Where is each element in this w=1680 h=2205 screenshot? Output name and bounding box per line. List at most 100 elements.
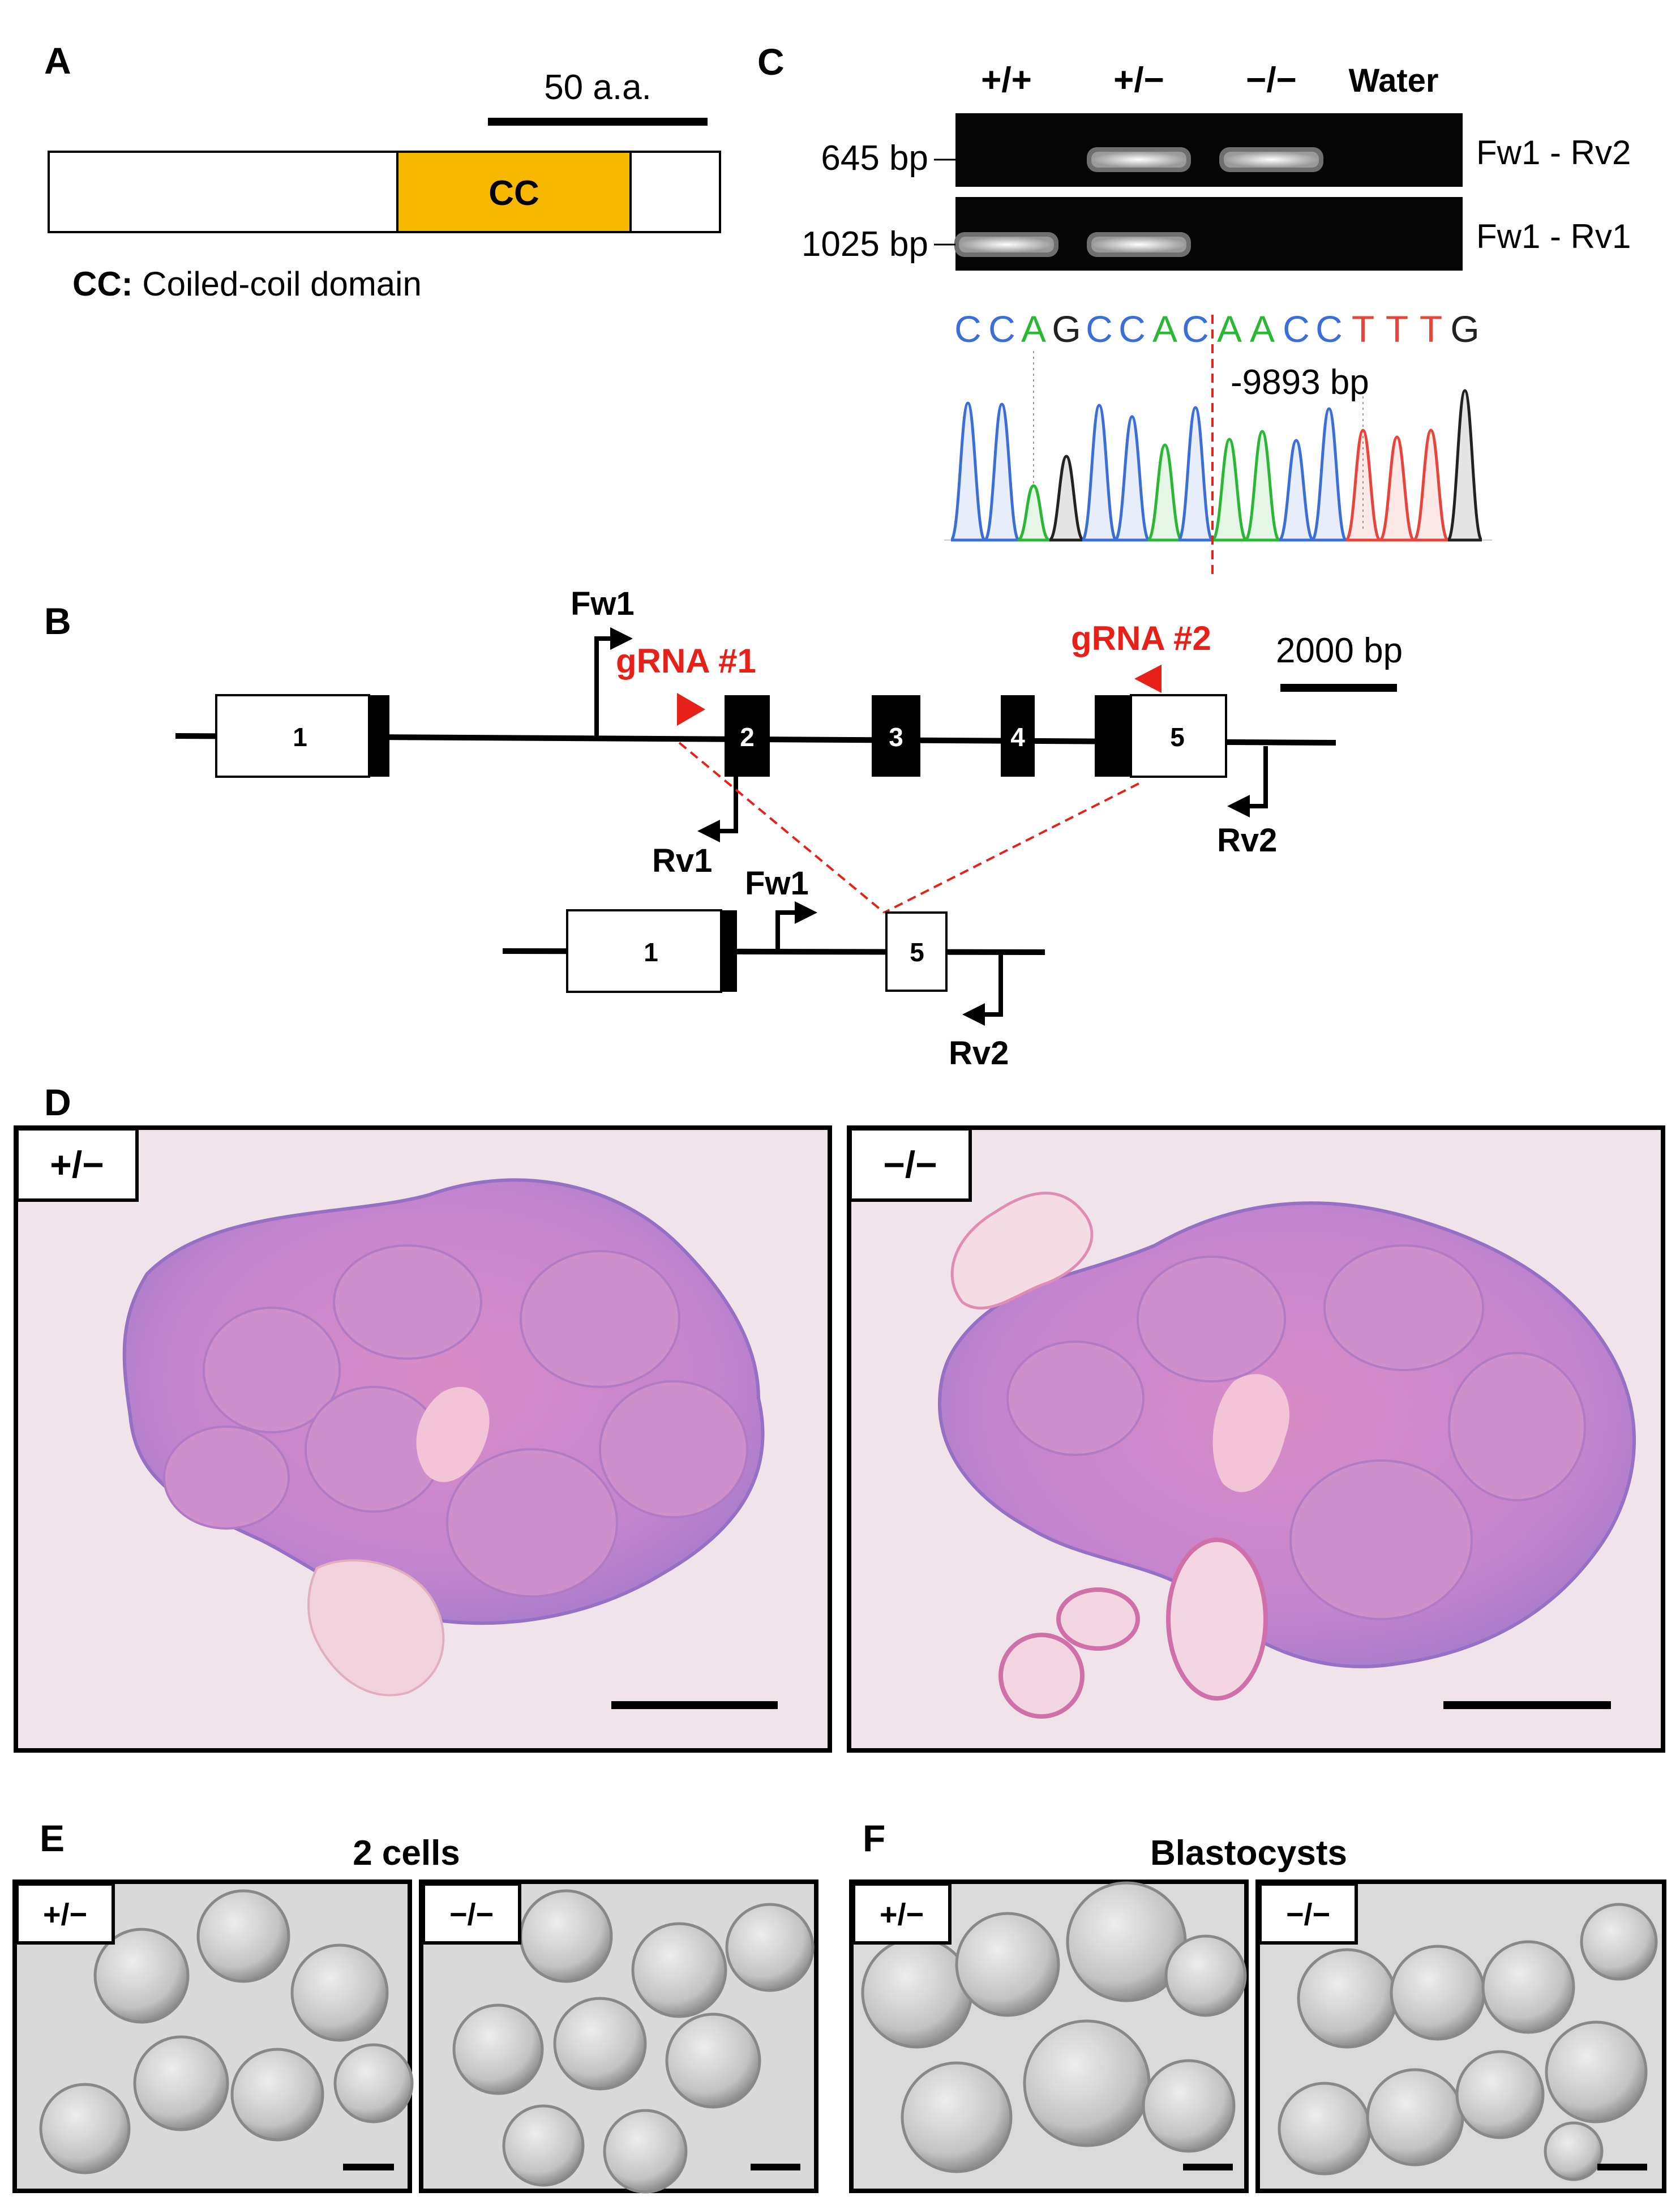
- lane-label-water: Water: [1349, 62, 1439, 99]
- embryo: [955, 1912, 1060, 2017]
- embryo: [1164, 1934, 1247, 2017]
- embryo: [861, 1937, 973, 2049]
- oviduct-ko: [950, 1192, 1094, 1310]
- embryo: [725, 1903, 815, 1992]
- follicle: [1289, 1459, 1473, 1620]
- panel-f: F Blastocysts +/− −/−: [849, 1817, 1666, 2193]
- domain-legend: CC: Coiled-coil domain: [72, 265, 422, 303]
- sequence-letters: C C A G C C A C A A C C T T T G: [954, 308, 1480, 350]
- trace-peak-g: [1048, 455, 1085, 542]
- wt-exon-5-cds: [1095, 695, 1131, 777]
- primer-rv2-ko-arrow: [962, 952, 1003, 1026]
- embryo: [1023, 2019, 1151, 2147]
- grna-2-label: gRNA #2: [1071, 619, 1211, 657]
- follicle: [446, 1448, 618, 1598]
- genotype-label-d-ko: −/−: [883, 1144, 937, 1185]
- ko-exon-1-cds: [721, 910, 737, 992]
- gel-band: [1091, 152, 1186, 168]
- grna-1-label: gRNA #1: [616, 642, 756, 680]
- embryo: [631, 1922, 727, 2018]
- blastocysts-ko: [1278, 1903, 1658, 2181]
- deletion-guide-right: [884, 782, 1139, 914]
- band-size-1025: 1025 bp: [802, 225, 928, 264]
- primer-fw1-ko-label: Fw1: [745, 865, 809, 902]
- embryo: [603, 2109, 688, 2194]
- uterine-section: [1166, 1538, 1268, 1701]
- grna-1-triangle: [677, 693, 705, 726]
- uterine-section: [998, 1633, 1085, 1719]
- sequence-base: G: [1052, 308, 1081, 350]
- sequence-base: C: [988, 308, 1015, 350]
- embryo: [1390, 1945, 1486, 2041]
- gel-bands: [954, 147, 1323, 257]
- follicle: [599, 1380, 748, 1518]
- genotype-box-e-ko: [422, 1882, 521, 1945]
- genotype-box-d-het: [15, 1127, 139, 1202]
- genotype-label-d-het: +/−: [50, 1144, 104, 1185]
- trace-peak-c: [1177, 406, 1214, 542]
- trace-peak-a: [1244, 430, 1281, 542]
- follicle: [1448, 1352, 1586, 1501]
- primer-rv1-arrow: [697, 777, 738, 842]
- panel-letter-a: A: [44, 40, 71, 82]
- trace-peak-c: [983, 403, 1021, 542]
- two-cell-embryos-ko: [452, 1889, 815, 2194]
- scale-label-aa: 50 a.a.: [544, 68, 652, 107]
- two-cell-embryos-het: [39, 1889, 414, 2174]
- follicle: [520, 1250, 680, 1388]
- lane-label-ko: −/−: [1246, 61, 1297, 100]
- genotype-label-e-het: +/−: [43, 1898, 87, 1932]
- sequence-base: A: [1152, 308, 1177, 350]
- trace-peak-c: [1310, 407, 1348, 542]
- sequence-base: C: [1118, 308, 1146, 350]
- uterine-section: [1056, 1587, 1140, 1651]
- panel-letter-f: F: [863, 1817, 885, 1859]
- follicle: [333, 1244, 482, 1360]
- embryo: [1142, 2059, 1236, 2153]
- embryo: [133, 2035, 229, 2131]
- primer-rv2-wt-arrow: [1227, 746, 1268, 817]
- sequence-base: A: [1250, 308, 1275, 350]
- primer-rv1-label: Rv1: [652, 842, 712, 879]
- embryo: [290, 1943, 389, 2042]
- embryo: [665, 2013, 761, 2109]
- wt-exon-2-label: 2: [740, 722, 755, 752]
- primer-pair-fw1-rv2: Fw1 - Rv2: [1476, 134, 1631, 172]
- scale-label-bp: 2000 bp: [1276, 631, 1403, 670]
- sequence-base: T: [1352, 308, 1374, 350]
- embryo: [901, 2061, 1013, 2173]
- embryo: [502, 2104, 585, 2187]
- coiled-coil-domain: [396, 151, 632, 233]
- panel-b: B 2000 bp 1 2 3 4 5 Fw1 Rv1 Rv2 gRNA #1 …: [44, 585, 1403, 1072]
- panel-title-f: Blastocysts: [1150, 1834, 1347, 1873]
- wt-exon-3-label: 3: [889, 722, 903, 752]
- domain-legend-key: CC:: [72, 265, 133, 303]
- trace-peak-c: [1278, 439, 1315, 542]
- embryo: [1455, 2050, 1545, 2139]
- sequence-base: G: [1450, 308, 1479, 350]
- sequence-base: A: [1021, 308, 1046, 350]
- embryo: [452, 2003, 544, 2095]
- ko-exon-5-label: 5: [910, 937, 924, 967]
- panel-c: C +/+ +/− −/− Water 645 bp 1025 bp Fw1 -…: [757, 41, 1631, 575]
- genotype-box-f-ko: [1258, 1882, 1358, 1945]
- follicle: [1137, 1256, 1286, 1382]
- wt-exon-5-label: 5: [1170, 722, 1185, 752]
- wt-exon-1-label: 1: [293, 722, 307, 752]
- sequence-base: A: [1217, 308, 1242, 350]
- trace-peak-c: [1081, 404, 1118, 542]
- embryo: [39, 2083, 131, 2174]
- ko-exon-1-label: 1: [644, 937, 658, 967]
- panel-a: A 50 a.a. CC CC: Coiled-coil domain: [44, 40, 721, 303]
- panel-d: D +/− −/−: [14, 1081, 1665, 1753]
- wt-exon-1-cds: [369, 695, 389, 777]
- embryo: [1544, 2121, 1604, 2181]
- primer-fw1-wt-arrow: [594, 627, 633, 736]
- sequence-base: C: [1283, 308, 1310, 350]
- embryo: [553, 1997, 647, 2091]
- sequence-base: C: [1182, 308, 1209, 350]
- deletion-guide-left: [678, 742, 885, 914]
- embryo: [1278, 2082, 1372, 2176]
- follicle: [1006, 1341, 1145, 1456]
